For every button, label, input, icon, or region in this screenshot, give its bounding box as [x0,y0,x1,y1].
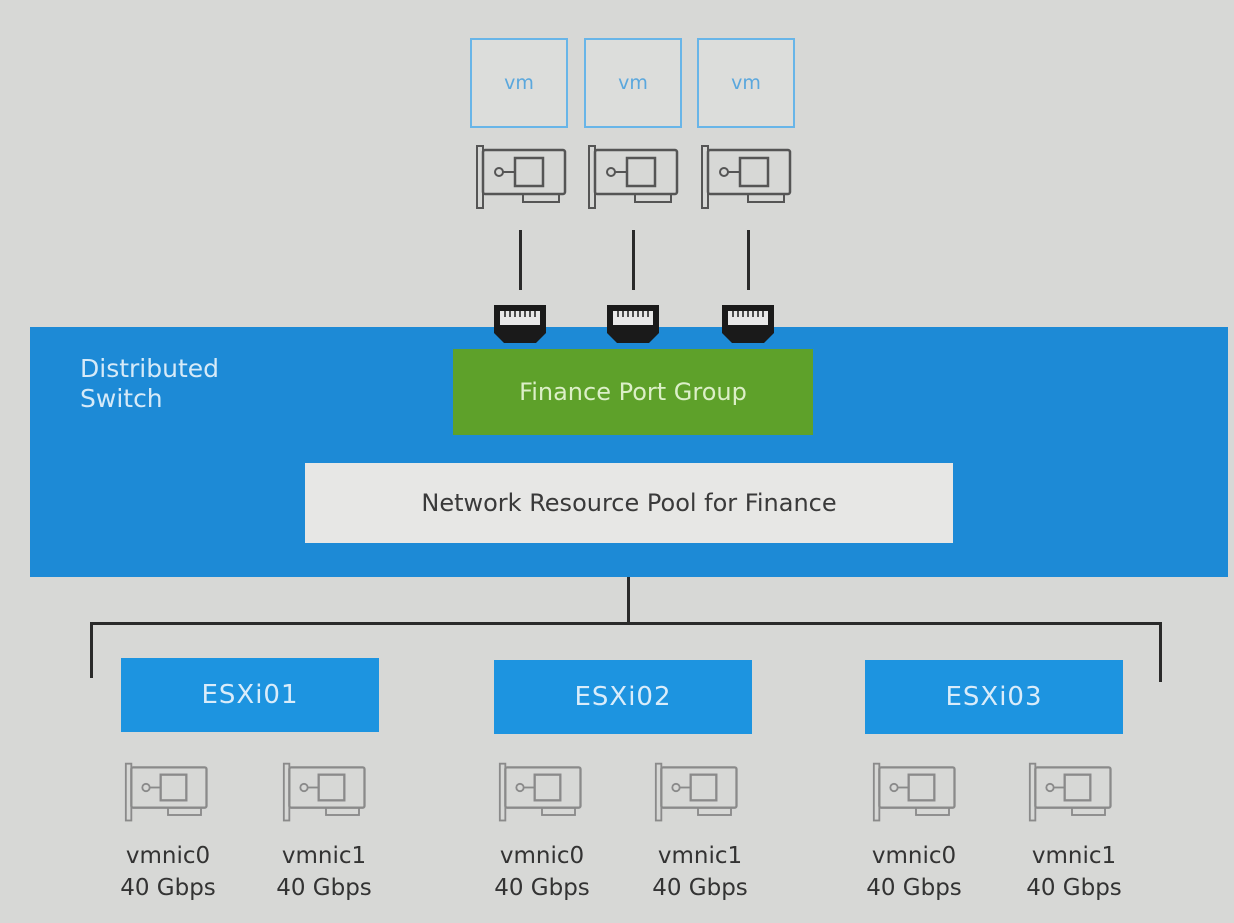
nic-name: vmnic0 [871,843,957,869]
vm-connector-line [747,230,750,290]
hosts-bracket-horizontal [90,622,1162,625]
vm-label: vm [504,72,534,94]
resource-pool-label: Network Resource Pool for Finance [421,489,837,517]
vm-box-2: vm [584,38,682,128]
nic-speed: 40 Gbps [866,875,962,901]
host-label: ESXi01 [201,680,299,710]
finance-port-group: Finance Port Group [453,349,813,435]
host-label: ESXi03 [945,682,1043,712]
vm-label: vm [618,72,648,94]
ethernet-port-icon [722,305,774,343]
nic-name: vmnic1 [1031,843,1117,869]
host-nic-label: vmnic1 40 Gbps [256,840,392,904]
host-esxi01: ESXi01 [121,658,379,732]
network-card-icon [282,762,366,822]
network-card-icon [1028,762,1112,822]
hosts-bracket-left [90,622,93,678]
ethernet-port-icon [607,305,659,343]
network-card-icon [701,145,792,209]
switch-label-line1: Distributed [80,354,220,383]
nic-speed: 40 Gbps [494,875,590,901]
host-esxi02: ESXi02 [494,660,752,734]
host-nic-label: vmnic1 40 Gbps [632,840,768,904]
vm-box-1: vm [470,38,568,128]
vm-connector-line [519,230,522,290]
host-nic-label: vmnic0 40 Gbps [100,840,236,904]
network-card-icon [476,145,567,209]
network-card-icon [124,762,208,822]
network-card-icon [654,762,738,822]
vm-box-3: vm [697,38,795,128]
nic-name: vmnic1 [657,843,743,869]
port-group-label: Finance Port Group [519,378,747,406]
host-nic-label: vmnic1 40 Gbps [1006,840,1142,904]
switch-to-hosts-line [627,577,630,625]
network-card-icon [498,762,582,822]
nic-speed: 40 Gbps [1026,875,1122,901]
network-card-icon [588,145,679,209]
switch-label: Distributed Switch [80,354,219,414]
host-label: ESXi02 [574,682,672,712]
nic-name: vmnic1 [281,843,367,869]
host-nic-label: vmnic0 40 Gbps [474,840,610,904]
host-nic-label: vmnic0 40 Gbps [846,840,982,904]
host-esxi03: ESXi03 [865,660,1123,734]
nic-speed: 40 Gbps [276,875,372,901]
ethernet-port-icon [494,305,546,343]
hosts-bracket-right [1159,622,1162,682]
nic-name: vmnic0 [125,843,211,869]
nic-speed: 40 Gbps [120,875,216,901]
vm-label: vm [731,72,761,94]
network-resource-pool: Network Resource Pool for Finance [305,463,953,543]
vm-connector-line [632,230,635,290]
network-card-icon [872,762,956,822]
nic-speed: 40 Gbps [652,875,748,901]
nic-name: vmnic0 [499,843,585,869]
switch-label-line2: Switch [80,384,163,413]
